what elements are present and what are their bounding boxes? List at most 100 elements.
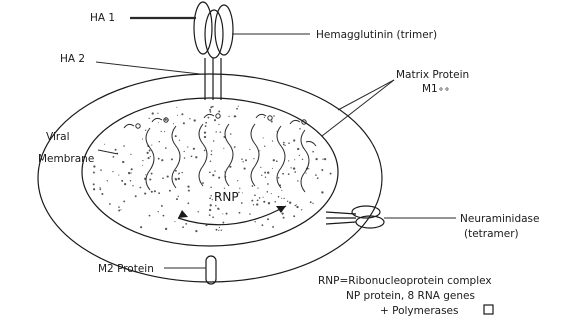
interior-speck xyxy=(288,173,290,175)
interior-speck xyxy=(271,120,273,122)
m1-dots: ∘∘ xyxy=(438,84,450,95)
interior-speck xyxy=(175,170,177,172)
legend-line-1: RNP=Ribonucleoprotein complex xyxy=(318,275,492,287)
interior-speck xyxy=(209,109,211,111)
interior-speck xyxy=(193,148,195,150)
interior-speck xyxy=(294,159,295,160)
interior-speck xyxy=(289,202,291,204)
interior-speck xyxy=(267,183,269,185)
interior-speck xyxy=(265,177,266,178)
interior-speck xyxy=(281,198,282,199)
interior-speck xyxy=(209,197,211,199)
interior-speck xyxy=(204,136,206,138)
interior-speck xyxy=(118,209,120,211)
interior-speck xyxy=(130,172,131,173)
interior-speck xyxy=(287,201,288,202)
interior-speck xyxy=(205,225,206,226)
ha1-label: HA 1 xyxy=(90,12,115,24)
interior-speck xyxy=(312,203,313,204)
interior-speck xyxy=(228,116,229,117)
interior-speck xyxy=(120,209,121,210)
interior-speck xyxy=(148,157,150,159)
interior-speck xyxy=(181,113,183,115)
interior-speck xyxy=(132,185,133,186)
rnp-arrow xyxy=(178,206,286,225)
legend-line-2: NP protein, 8 RNA genes xyxy=(346,290,475,302)
interior-speck xyxy=(150,156,151,157)
rnp-label: RNP xyxy=(214,190,239,204)
interior-speck xyxy=(124,183,126,185)
interior-speck xyxy=(234,115,236,117)
interior-speck xyxy=(195,230,197,232)
interior-speck xyxy=(315,174,317,176)
interior-speck xyxy=(209,171,211,173)
interior-speck xyxy=(239,188,240,189)
interior-speck xyxy=(161,205,163,207)
interior-speck xyxy=(93,183,95,185)
interior-speck xyxy=(288,142,290,144)
interior-speck xyxy=(100,169,102,171)
interior-speck xyxy=(267,218,269,220)
interior-speck xyxy=(204,131,206,133)
interior-speck xyxy=(179,140,180,141)
interior-speck xyxy=(182,226,184,228)
interior-speck xyxy=(209,209,211,211)
interior-speck xyxy=(272,140,273,141)
leader-lines xyxy=(96,18,456,268)
interior-speck xyxy=(296,206,298,208)
interior-speck xyxy=(184,151,185,152)
interior-speck xyxy=(302,159,303,160)
interior-speck xyxy=(267,191,269,193)
interior-speck xyxy=(299,128,301,130)
interior-speck xyxy=(272,226,274,228)
ha2-label: HA 2 xyxy=(60,53,85,65)
interior-speck xyxy=(301,209,302,210)
interior-speck xyxy=(295,205,296,206)
interior-speck xyxy=(140,187,142,189)
interior-speck xyxy=(299,155,300,156)
interior-speck xyxy=(273,115,275,117)
interior-speck xyxy=(149,150,151,152)
interior-speck xyxy=(157,113,158,114)
interior-speck xyxy=(308,168,309,169)
interior-speck xyxy=(128,172,130,174)
interior-speck xyxy=(253,204,254,205)
m2-protein xyxy=(206,256,216,284)
interior-speck xyxy=(262,224,264,226)
interior-speck xyxy=(215,131,216,132)
interior-speck xyxy=(310,201,312,203)
interior-speck xyxy=(175,178,177,180)
interior-speck xyxy=(321,191,323,193)
interior-speck xyxy=(178,173,179,174)
interior-speck xyxy=(253,158,254,159)
interior-speck xyxy=(218,111,220,113)
interior-speck xyxy=(122,161,124,163)
interior-speck xyxy=(254,194,256,196)
interior-speck xyxy=(189,118,190,119)
interior-speck xyxy=(312,151,314,153)
interior-speck xyxy=(167,176,169,178)
interior-speck xyxy=(290,167,291,168)
interior-speck xyxy=(222,222,224,224)
interior-speck xyxy=(223,148,224,149)
interior-speck xyxy=(224,171,225,172)
interior-speck xyxy=(205,122,207,124)
interior-speck xyxy=(330,173,332,175)
interior-speck xyxy=(234,146,235,147)
interior-speck xyxy=(93,172,95,174)
interior-speck xyxy=(237,180,238,181)
hemagglutinin-spike xyxy=(194,2,233,100)
interior-speck xyxy=(158,158,160,160)
interior-speck xyxy=(318,177,319,178)
interior-speck xyxy=(271,193,272,194)
interior-speck xyxy=(322,159,323,160)
interior-speck xyxy=(324,158,326,160)
neuraminidase-tetramer-label: (tetramer) xyxy=(464,228,519,240)
interior-speck xyxy=(283,217,285,219)
neuraminidase-spike xyxy=(326,206,384,228)
interior-speck xyxy=(188,190,190,192)
interior-speck xyxy=(191,155,193,157)
interior-speck xyxy=(267,172,269,174)
interior-speck xyxy=(214,119,216,121)
interior-speck xyxy=(210,187,212,189)
